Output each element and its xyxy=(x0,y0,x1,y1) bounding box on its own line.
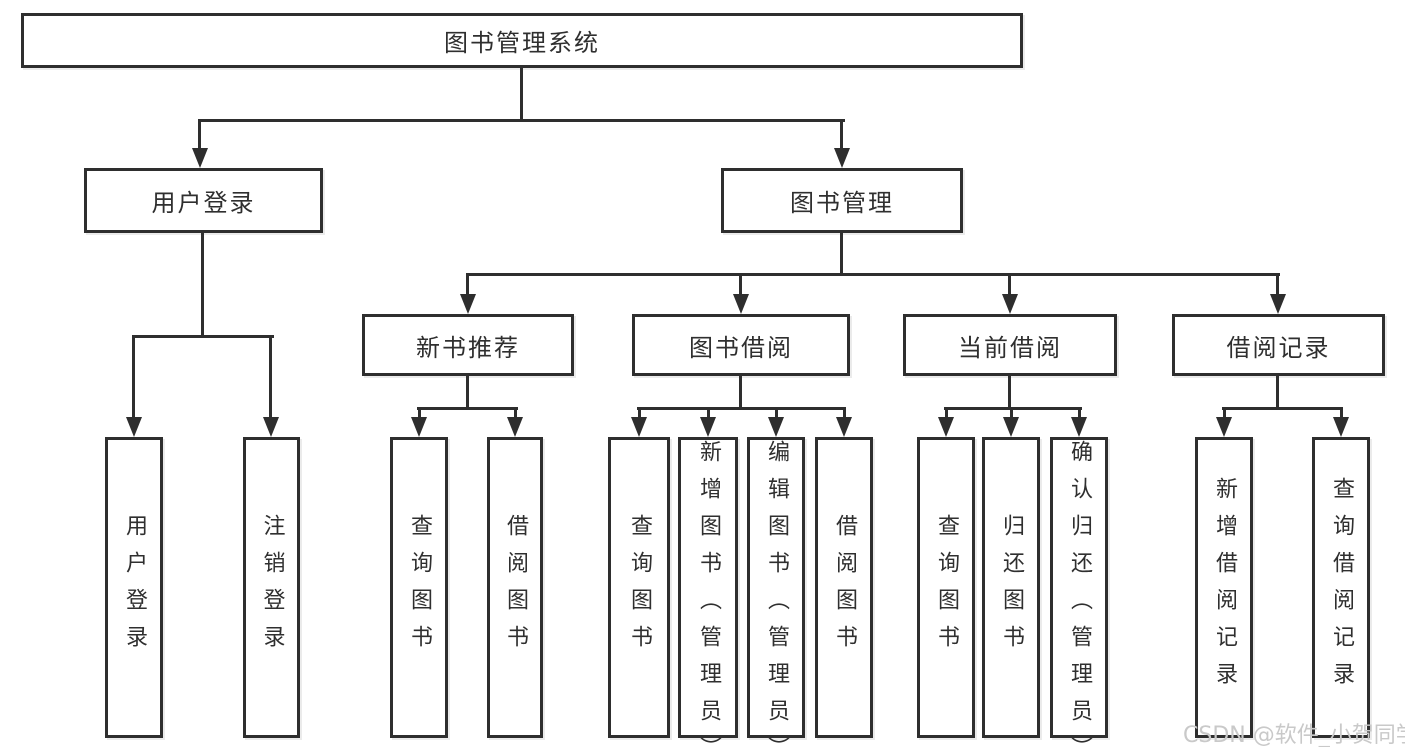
node-book-borrow: 图书借阅 xyxy=(632,314,850,376)
leaf-logout-label: 注销登录 xyxy=(259,513,285,662)
leaf-query-book-2: 查询图书 xyxy=(608,437,670,738)
connector-user-login-splitter xyxy=(133,335,274,338)
leaf-add-book-admin-label: 新增图书（管理员） xyxy=(696,440,721,747)
arrow-down-icon xyxy=(938,417,954,437)
leaf-borrow-book-2-label: 借阅图书 xyxy=(832,513,857,662)
node-new-book-rec: 新书推荐 xyxy=(362,314,574,376)
connector-user-login-drop xyxy=(201,233,204,335)
arrow-down-icon xyxy=(836,417,852,437)
csdn-watermark: CSDN @软件_小贺同学 xyxy=(1183,723,1405,747)
leaf-query-book-3-label: 查询图书 xyxy=(934,513,959,662)
arrow-down-icon xyxy=(126,417,142,437)
leaf-confirm-return-admin: 确认归还（管理员） xyxy=(1050,437,1108,747)
leaf-query-book-2-label: 查询图书 xyxy=(627,513,652,662)
connector-to-leaf xyxy=(843,407,846,419)
leaf-borrow-book-1-label: 借阅图书 xyxy=(503,513,528,662)
node-current-borrow-label: 当前借阅 xyxy=(958,333,1062,362)
leaf-logout: 注销登录 xyxy=(243,437,300,738)
node-current-borrow: 当前借阅 xyxy=(903,314,1117,376)
connector-root-splitter xyxy=(199,119,845,122)
leaf-add-borrow-record: 新增借阅记录 xyxy=(1195,437,1253,738)
node-root: 图书管理系统 xyxy=(21,13,1023,68)
arrow-down-icon xyxy=(700,417,716,437)
leaf-query-book-3: 查询图书 xyxy=(917,437,975,738)
node-user-login-group-label: 用户登录 xyxy=(151,189,256,217)
connector-borrow-record-drop xyxy=(1276,376,1279,407)
arrow-down-icon xyxy=(768,417,784,437)
node-new-book-rec-label: 新书推荐 xyxy=(416,333,520,362)
connector-book-mgmt-drop xyxy=(840,233,843,275)
leaf-add-borrow-record-label: 新增借阅记录 xyxy=(1212,476,1237,699)
node-book-mgmt-group-label: 图书管理 xyxy=(790,189,894,217)
leaf-query-borrow-record-label: 查询借阅记录 xyxy=(1329,476,1354,699)
arrow-down-icon xyxy=(631,417,647,437)
connector-to-book-borrow xyxy=(739,273,742,294)
connector-to-leaf xyxy=(1010,407,1013,419)
leaf-edit-book-admin: 编辑图书（管理员） xyxy=(747,437,805,747)
node-borrow-record: 借阅记录 xyxy=(1172,314,1385,376)
leaf-borrow-book-2: 借阅图书 xyxy=(815,437,873,738)
connector-to-leaf xyxy=(514,407,517,419)
arrow-down-icon xyxy=(1270,294,1286,314)
connector-current-borrow-splitter xyxy=(944,407,1082,410)
connector-to-user-login xyxy=(198,119,201,150)
arrow-down-icon xyxy=(263,417,279,437)
connector-book-borrow-splitter xyxy=(637,407,846,410)
connector-to-borrow-record xyxy=(1276,273,1279,294)
arrow-down-icon xyxy=(192,148,208,168)
arrow-down-icon xyxy=(507,417,523,437)
node-root-label: 图书管理系统 xyxy=(444,29,600,57)
connector-to-book-mgmt xyxy=(840,119,843,150)
connector-to-current-borrow xyxy=(1008,273,1011,294)
arrow-down-icon xyxy=(733,294,749,314)
leaf-return-book-label: 归还图书 xyxy=(999,513,1024,662)
connector-new-book-rec-drop xyxy=(466,376,469,407)
connector-to-leaf-user-login xyxy=(132,335,135,417)
arrow-down-icon xyxy=(460,294,476,314)
leaf-edit-book-admin-label: 编辑图书（管理员） xyxy=(764,440,789,747)
connector-to-leaf xyxy=(775,407,778,419)
leaf-query-book-1-label: 查询图书 xyxy=(407,513,432,662)
leaf-user-login-label: 用户登录 xyxy=(122,513,147,662)
connector-to-leaf xyxy=(638,407,641,419)
connector-to-leaf xyxy=(1340,407,1343,419)
connector-to-leaf-logout xyxy=(269,335,272,417)
connector-to-leaf xyxy=(1223,407,1226,419)
arrow-down-icon xyxy=(411,417,427,437)
connector-current-borrow-drop xyxy=(1008,376,1011,407)
node-user-login-group: 用户登录 xyxy=(84,168,323,233)
leaf-query-book-1: 查询图书 xyxy=(390,437,448,738)
connector-to-leaf xyxy=(418,407,421,419)
arrow-down-icon xyxy=(1003,417,1019,437)
arrow-down-icon xyxy=(1071,417,1087,437)
node-borrow-record-label: 借阅记录 xyxy=(1226,333,1331,362)
connector-book-borrow-drop xyxy=(739,376,742,407)
connector-root-drop xyxy=(520,68,523,119)
connector-to-leaf xyxy=(945,407,948,419)
leaf-add-book-admin: 新增图书（管理员） xyxy=(678,437,738,747)
arrow-down-icon xyxy=(1216,417,1232,437)
node-book-borrow-label: 图书借阅 xyxy=(689,333,793,362)
arrow-down-icon xyxy=(834,148,850,168)
leaf-confirm-return-admin-label: 确认归还（管理员） xyxy=(1067,440,1092,747)
node-book-mgmt-group: 图书管理 xyxy=(721,168,963,233)
connector-borrow-record-splitter xyxy=(1222,407,1343,410)
connector-to-new-book-rec xyxy=(466,273,469,294)
connector-new-book-rec-splitter xyxy=(417,407,518,410)
leaf-query-borrow-record: 查询借阅记录 xyxy=(1312,437,1370,738)
arrow-down-icon xyxy=(1002,294,1018,314)
connector-to-leaf xyxy=(1078,407,1081,419)
leaf-return-book: 归还图书 xyxy=(982,437,1040,738)
leaf-user-login: 用户登录 xyxy=(105,437,163,738)
connector-book-mgmt-splitter xyxy=(466,273,1280,276)
connector-to-leaf xyxy=(707,407,710,419)
arrow-down-icon xyxy=(1333,417,1349,437)
leaf-borrow-book-1: 借阅图书 xyxy=(487,437,543,738)
